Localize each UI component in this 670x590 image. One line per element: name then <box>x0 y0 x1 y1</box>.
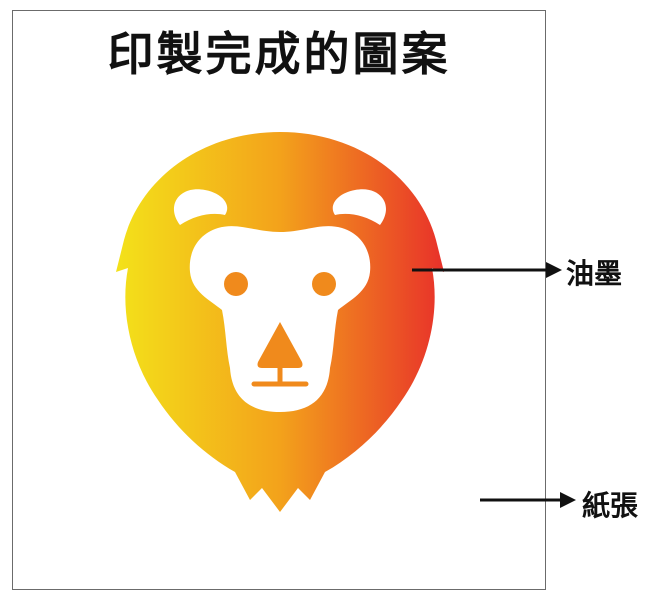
left-ear <box>174 189 228 225</box>
right-eye <box>312 272 336 296</box>
left-eye <box>224 272 248 296</box>
ink-label: 油墨 <box>566 257 623 290</box>
mouth <box>251 365 309 387</box>
nose <box>257 322 303 368</box>
paper-label: 紙張 <box>582 489 639 522</box>
right-ear <box>332 189 386 225</box>
diagram-title: 印製完成的圖案 <box>107 27 451 81</box>
paper-arrow <box>480 492 576 508</box>
ink-arrow <box>412 262 562 278</box>
lion-figure <box>116 132 576 512</box>
